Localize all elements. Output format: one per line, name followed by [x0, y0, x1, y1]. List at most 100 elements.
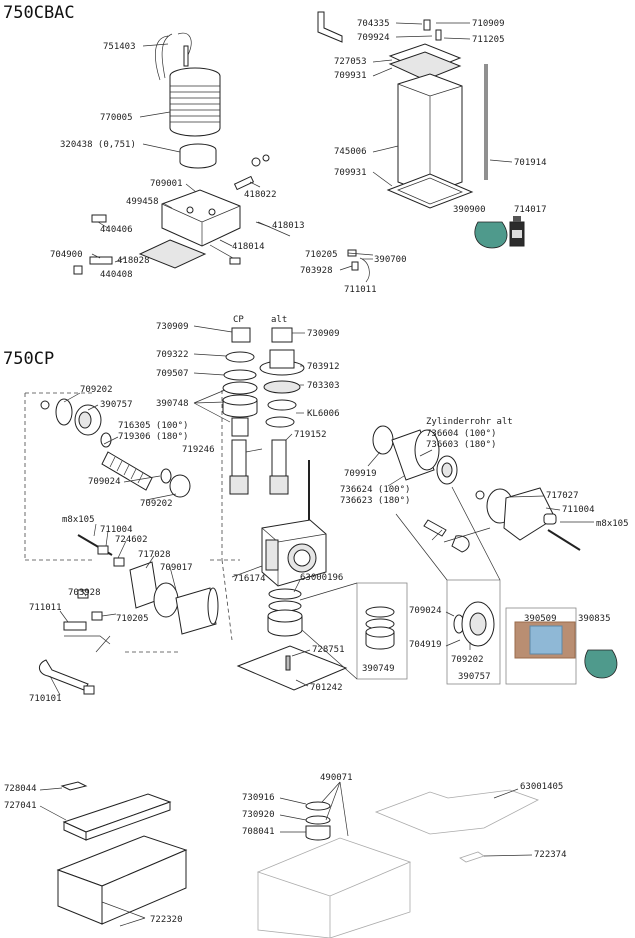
label-709931-top: 709931: [334, 71, 367, 81]
clip-728044: [60, 781, 88, 791]
label-704919: 704919: [409, 640, 442, 650]
housing-716174: [261, 519, 327, 587]
label-390700: 390700: [374, 255, 407, 265]
label-716174: 716174: [233, 574, 266, 584]
label-770005: 770005: [100, 113, 133, 123]
label-440408: 440408: [100, 270, 133, 280]
label-390835: 390835: [578, 614, 611, 624]
label-730916: 730916: [242, 793, 275, 803]
oil-bag-390900: [474, 221, 508, 249]
label-709202-box: 709202: [451, 655, 484, 665]
label-710205-top: 710205: [305, 250, 338, 260]
kit-box-390509: [505, 607, 577, 685]
right-housing-ghost: [256, 789, 539, 938]
label-63001405: 63001405: [520, 782, 563, 792]
section-title-750cbac: 750CBAC: [3, 3, 75, 23]
label-704900: 704900: [50, 250, 83, 260]
bushing-730909-cp: [231, 327, 251, 343]
label-418028: 418028: [117, 256, 150, 266]
label-727053: 727053: [334, 57, 367, 67]
label-730909-alt: 730909: [307, 329, 340, 339]
label-703928-mid: 703928: [68, 588, 101, 598]
label-390509: 390509: [524, 614, 557, 624]
label-719246: 719246: [182, 445, 215, 455]
bracket-704335: [317, 11, 343, 43]
label-390748: 390748: [156, 399, 189, 409]
label-709919: 709919: [344, 469, 377, 479]
label-709024-left: 709024: [88, 477, 121, 487]
label-709924: 709924: [357, 33, 390, 43]
label-m8x105-left: m8x105: [62, 515, 95, 525]
label-710101: 710101: [29, 694, 62, 704]
motor-770005: [169, 76, 221, 137]
label-736603: 736603 (180°): [426, 440, 496, 450]
fitting-418022: [233, 175, 255, 191]
label-490071: 490071: [320, 773, 353, 783]
label-711205: 711205: [472, 35, 505, 45]
label-709017: 709017: [160, 563, 193, 573]
label-709931-bottom: 709931: [334, 168, 367, 178]
label-736623: 736623 (180°): [340, 496, 410, 506]
label-736604: 736604 (100°): [426, 429, 496, 439]
label-719152: 719152: [294, 430, 327, 440]
label-kl6006: KL6006: [307, 409, 340, 419]
label-708041: 708041: [242, 827, 275, 837]
label-703928-top: 703928: [300, 266, 333, 276]
left-cover-box: [56, 781, 188, 925]
left-valve-group: [39, 534, 219, 695]
label-717028: 717028: [138, 550, 171, 560]
label-704335: 704335: [357, 19, 390, 29]
tank-assembly: [317, 11, 525, 283]
motor-assembly: [73, 32, 291, 275]
end-cap-717027: [503, 487, 556, 541]
label-730920: 730920: [242, 810, 275, 820]
fitting-704900: [89, 256, 113, 265]
label-418014: 418014: [232, 242, 265, 252]
piston-719246: [231, 439, 247, 477]
label-711011-top: 711011: [344, 285, 377, 295]
label-728751: 728751: [312, 645, 345, 655]
gasket-709931: [386, 173, 474, 209]
label-320438: 320438 (0,751): [60, 140, 136, 150]
label-711011-mid: 711011: [29, 603, 62, 613]
valve-block-499458: [161, 189, 241, 247]
label-709322: 709322: [156, 350, 189, 360]
label-418013: 418013: [272, 221, 305, 231]
label-zylinderrohr-alt: Zylinderrohr alt: [426, 417, 513, 427]
oil-bag-390835: [584, 649, 618, 679]
left-cylinder-group: [40, 398, 191, 498]
seal-cup-group: [236, 588, 348, 691]
label-390757-box: 390757: [458, 672, 491, 682]
label-709507: 709507: [156, 369, 189, 379]
label-745006: 745006: [334, 147, 367, 157]
label-63000196: 63000196: [300, 573, 343, 583]
label-390749: 390749: [362, 664, 395, 674]
label-m8x105-right: m8x105: [596, 519, 629, 529]
label-714017: 714017: [514, 205, 547, 215]
label-709001: 709001: [150, 179, 183, 189]
label-440406: 440406: [100, 225, 133, 235]
label-703303: 703303: [307, 381, 340, 391]
bushing-730909-alt: [271, 327, 293, 343]
label-cp: CP: [233, 315, 244, 325]
hose-710101: [39, 659, 89, 691]
cable-751403: [155, 32, 192, 81]
label-709202-left2: 709202: [140, 499, 173, 509]
label-728044: 728044: [4, 784, 37, 794]
label-710909: 710909: [472, 19, 505, 29]
kit-box-390757: [446, 579, 501, 685]
cover-63001405: [374, 789, 539, 835]
kit-box-390749: [356, 582, 408, 680]
label-716305: 716305 (100°): [118, 421, 188, 431]
pump-320438: [179, 150, 217, 169]
piston-719152: [271, 439, 287, 477]
label-719306: 719306 (180°): [118, 432, 188, 442]
label-alt: alt: [271, 315, 287, 325]
label-711004-right: 711004: [562, 505, 595, 515]
label-722320: 722320: [150, 915, 183, 925]
label-701242: 701242: [310, 683, 343, 693]
cylinder-709017: [175, 587, 217, 635]
label-701914: 701914: [514, 158, 547, 168]
label-711004-left: 711004: [100, 525, 133, 535]
